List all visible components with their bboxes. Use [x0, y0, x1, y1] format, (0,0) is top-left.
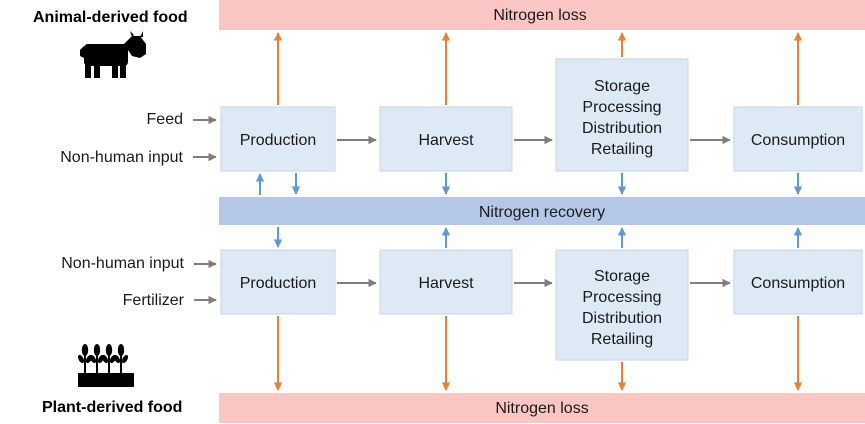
animal-stage-production: [220, 106, 336, 172]
animal-stage-consumption: [733, 106, 863, 172]
animal-stage-distribution-line: Distribution: [582, 120, 662, 137]
nitrogen-recovery-band: [219, 197, 865, 225]
plant-stage-production-label: Production: [240, 275, 317, 292]
wheat-icon: [77, 344, 134, 387]
plant-stage-distribution-line: Distribution: [582, 310, 662, 327]
plant-stage-harvest: [379, 249, 513, 315]
nitrogen-loss-band-top: [219, 0, 865, 30]
plant-food-title: Plant-derived food: [42, 399, 182, 416]
animal-input-non-human-label: Non-human input: [60, 149, 183, 166]
nitrogen-loss-label-bottom: Nitrogen loss: [495, 400, 588, 417]
plant-stage-processing-line: Processing: [582, 289, 661, 306]
plant-stage-consumption: [733, 249, 863, 315]
animal-stage-retailing-line: Retailing: [591, 141, 653, 158]
plant-stage-storage: [555, 249, 689, 361]
animal-stage-production-label: Production: [240, 132, 317, 149]
plant-stage-harvest-label: Harvest: [418, 275, 474, 292]
plant-stage-consumption-label: Consumption: [751, 275, 845, 292]
animal-stage-processing-line: Processing: [582, 99, 661, 116]
nitrogen-recovery-label: Nitrogen recovery: [479, 204, 605, 221]
animal-stage-harvest: [379, 106, 513, 172]
animal-input-feed-label: Feed: [147, 111, 183, 128]
plant-stage-retailing-line: Retailing: [591, 331, 653, 348]
animal-stage-consumption-label: Consumption: [751, 132, 845, 149]
plant-input-fertilizer-label: Fertilizer: [123, 292, 185, 309]
animal-stage-storage: [555, 58, 689, 172]
animal-stage-storage-line: Storage: [594, 78, 650, 95]
nitrogen-loss-label-top: Nitrogen loss: [493, 7, 586, 24]
nitrogen-loss-band-bottom: [219, 393, 865, 423]
animal-stage-harvest-label: Harvest: [418, 132, 474, 149]
animal-food-title: Animal-derived food: [33, 9, 188, 26]
plant-stage-production: [220, 249, 336, 315]
cow-icon: [80, 31, 146, 78]
plant-input-non-human-label: Non-human input: [61, 255, 184, 272]
plant-stage-storage-line: Storage: [594, 268, 650, 285]
